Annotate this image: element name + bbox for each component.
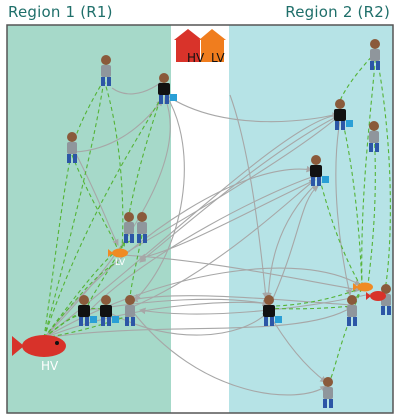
fisher-icon bbox=[101, 55, 111, 86]
fisher-icon bbox=[78, 295, 97, 326]
diagram-frame bbox=[6, 24, 394, 414]
fisher-icon bbox=[124, 212, 134, 243]
fisher-icon bbox=[334, 99, 353, 130]
small-fish-label: LV bbox=[115, 258, 126, 268]
fisher-icon bbox=[263, 295, 282, 326]
fisher-icon bbox=[323, 377, 333, 408]
social-ties bbox=[43, 51, 391, 381]
fisher-icon bbox=[67, 132, 77, 163]
low-value-fish-icon bbox=[108, 248, 128, 258]
house-lv-label: LV bbox=[211, 51, 225, 65]
migration-edges bbox=[43, 75, 376, 396]
high-value-fish-icon bbox=[366, 291, 386, 301]
region-2-band bbox=[229, 25, 393, 413]
house-hv-icon bbox=[174, 29, 202, 62]
region-2-title: Region 2 (R2) bbox=[285, 3, 390, 21]
high-value-fish-icon bbox=[12, 335, 66, 357]
fisher-icon bbox=[100, 295, 119, 326]
fisher-icon bbox=[370, 39, 380, 70]
low-value-fish-icon bbox=[353, 282, 373, 292]
fisher-icon bbox=[381, 284, 391, 315]
fisher-icon bbox=[137, 212, 147, 243]
big-fish-label: HV bbox=[41, 359, 59, 373]
corridor-band bbox=[171, 25, 229, 413]
fisher-icon bbox=[347, 295, 357, 326]
region-1-title: Region 1 (R1) bbox=[8, 3, 113, 21]
house-hv-label: HV bbox=[187, 51, 205, 65]
fisher-icon bbox=[158, 73, 177, 104]
fisher-icon bbox=[125, 295, 135, 326]
fisher-icon bbox=[310, 155, 329, 186]
fisher-icon bbox=[369, 121, 379, 152]
house-lv-icon bbox=[199, 29, 226, 62]
